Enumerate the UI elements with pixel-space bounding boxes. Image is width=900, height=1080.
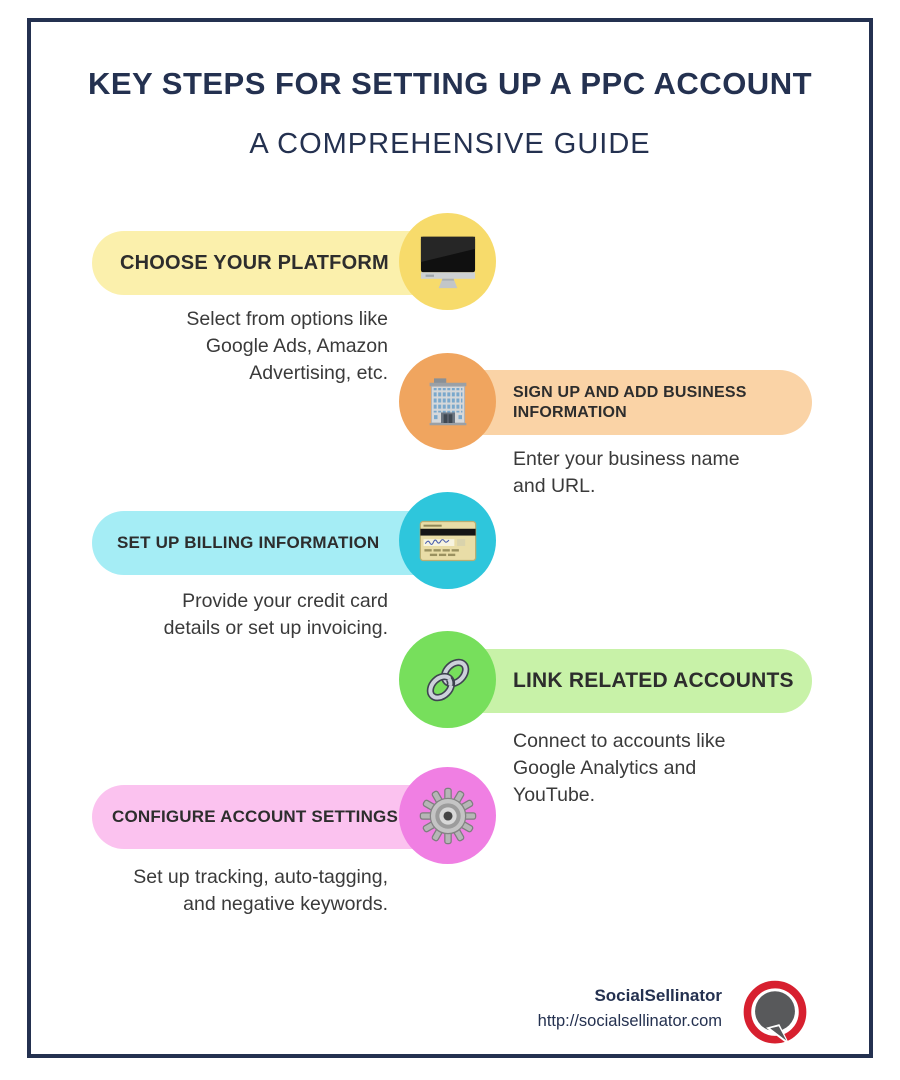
label-line: CONFIGURE ACCOUNT SETTINGS — [112, 806, 399, 826]
page-title: KEY STEPS FOR SETTING UP A PPC ACCOUNT — [87, 66, 813, 101]
page-border-frame — [27, 18, 873, 1058]
step2-pill: SIGN UP AND ADD BUSINESS INFORMATION — [452, 370, 812, 435]
label-line: INFORMATION — [513, 403, 627, 421]
desc-line: YouTube. — [513, 784, 596, 806]
desc-line: Google Ads, Amazon — [205, 335, 388, 357]
label-line: SIGN UP AND ADD BUSINESS — [513, 383, 747, 401]
desc-line: Set up tracking, auto-tagging, — [133, 866, 388, 888]
desc-line: and URL. — [513, 475, 596, 497]
step2-label: SIGN UP AND ADD BUSINESS INFORMATION — [452, 383, 747, 423]
step4-icon-circle — [399, 631, 496, 728]
step2-description: Enter your business name and URL. — [513, 446, 813, 500]
chain-link-icon — [426, 658, 469, 701]
step2-icon-circle — [399, 353, 496, 450]
desc-line: Advertising, etc. — [249, 362, 388, 384]
brand-name: SocialSellinator — [594, 986, 722, 1005]
step5-icon-circle — [399, 767, 496, 864]
desktop-computer-icon — [420, 236, 475, 288]
credit-card-icon — [419, 520, 476, 561]
desc-line: Enter your business name — [513, 448, 740, 470]
step1-description: Select from options like Google Ads, Ama… — [68, 306, 388, 387]
desc-line: Google Analytics and — [513, 757, 697, 779]
label-line: LINK RELATED ACCOUNTS — [513, 669, 794, 693]
label-line: SET UP BILLING INFORMATION — [117, 532, 380, 552]
desc-line: Provide your credit card — [182, 590, 388, 612]
desc-line: Select from options like — [186, 308, 388, 330]
brand-url: http://socialsellinator.com — [537, 1012, 722, 1030]
step1-label: CHOOSE YOUR PLATFORM — [92, 251, 389, 275]
step4-description: Connect to accounts like Google Analytic… — [513, 728, 813, 809]
step5-description: Set up tracking, auto-tagging, and negat… — [48, 864, 388, 918]
step4-label: LINK RELATED ACCOUNTS — [452, 668, 794, 693]
step4-pill: LINK RELATED ACCOUNTS — [452, 649, 812, 713]
step3-icon-circle — [399, 492, 496, 589]
desc-line: details or set up invoicing. — [163, 617, 388, 639]
office-building-icon — [429, 377, 466, 425]
label-line: CHOOSE YOUR PLATFORM — [120, 252, 389, 274]
gear-icon — [419, 787, 476, 844]
speech-bubble-logo — [743, 980, 807, 1044]
page-subtitle: A COMPREHENSIVE GUIDE — [249, 128, 651, 160]
step3-description: Provide your credit card details or set … — [58, 588, 388, 642]
footer: SocialSellinator http://socialsellinator… — [538, 986, 722, 1031]
desc-line: Connect to accounts like — [513, 730, 726, 752]
desc-line: and negative keywords. — [183, 893, 388, 915]
step1-icon-circle — [399, 213, 496, 310]
step5-label: CONFIGURE ACCOUNT SETTINGS — [92, 807, 398, 827]
step3-label: SET UP BILLING INFORMATION — [92, 533, 379, 553]
